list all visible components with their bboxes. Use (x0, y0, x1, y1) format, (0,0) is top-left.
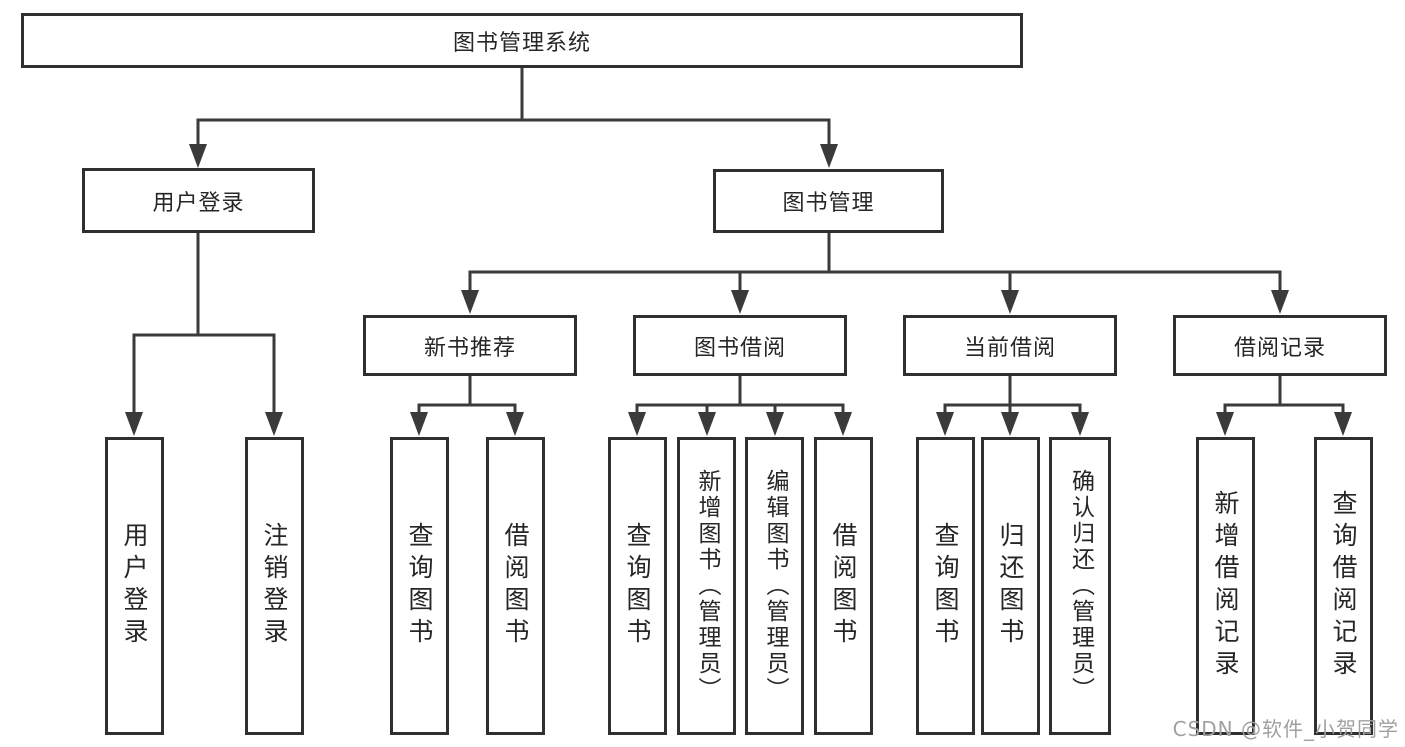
leaf-borrow-query-book: 查询图书 (608, 437, 667, 735)
leaf-recommend-query-book: 查询图书 (390, 437, 449, 735)
node-root: 图书管理系统 (21, 13, 1023, 68)
leaf-current-query-book: 查询图书 (916, 437, 975, 735)
node-book-borrow: 图书借阅 (633, 315, 847, 376)
node-book-management: 图书管理 (713, 169, 944, 233)
leaf-add-book-admin: 新增图书（管理员） (677, 437, 736, 735)
leaf-recommend-borrow-book: 借阅图书 (486, 437, 545, 735)
leaf-logout: 注销登录 (245, 437, 304, 735)
node-user-login: 用户登录 (82, 168, 315, 233)
leaf-query-borrow-record: 查询借阅记录 (1314, 437, 1373, 735)
leaf-add-borrow-record: 新增借阅记录 (1196, 437, 1255, 735)
leaf-confirm-return-admin: 确认归还（管理员） (1049, 437, 1111, 735)
leaf-borrow-book: 借阅图书 (814, 437, 873, 735)
node-current-borrow: 当前借阅 (903, 315, 1117, 376)
node-new-book-recommend: 新书推荐 (363, 315, 577, 376)
leaf-user-login: 用户登录 (105, 437, 164, 735)
node-borrow-records: 借阅记录 (1173, 315, 1387, 376)
leaf-edit-book-admin: 编辑图书（管理员） (745, 437, 804, 735)
csdn-watermark: CSDN @软件_小贺同学 (1172, 717, 1399, 741)
leaf-return-book: 归还图书 (981, 437, 1040, 735)
